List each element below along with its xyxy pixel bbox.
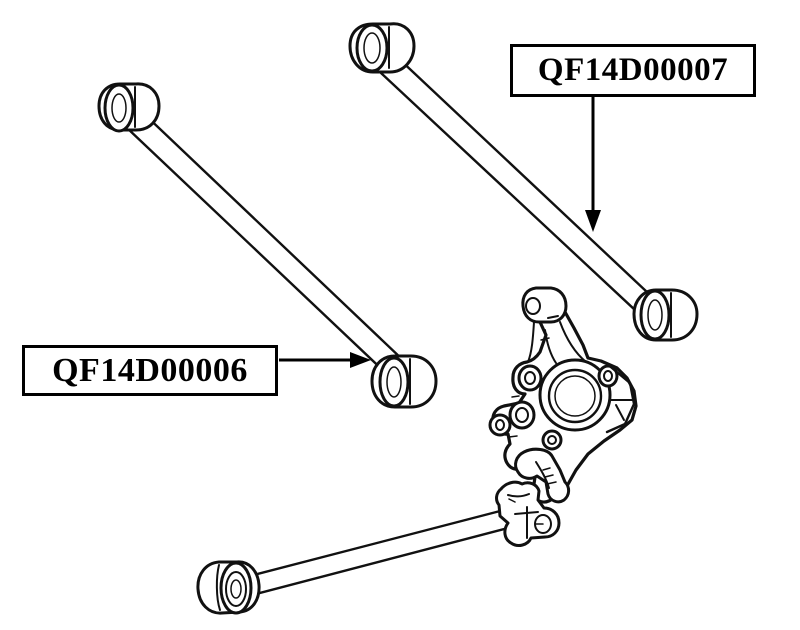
part-trailing-arm <box>196 480 561 615</box>
arm7-bottom-bushing-face <box>639 289 671 341</box>
knuckle-caliper-mount <box>604 361 636 434</box>
knuckle-upper-boss-shade <box>547 315 559 319</box>
knuckle-lower-stub <box>514 447 571 504</box>
trailing-arm-bushing-seam <box>215 564 221 611</box>
trailing-arm-bracket-shade <box>508 498 516 503</box>
trailing-arm-bracket-fold-top <box>507 493 530 498</box>
knuckle-shade-1 <box>540 337 550 341</box>
knuckle-lower-bolt-hole-left <box>515 407 529 423</box>
knuckle-lower-stub-hatch-1 <box>542 467 551 471</box>
knuckle-outer-boss-left <box>488 413 512 437</box>
knuckle-hub-bore-inner <box>554 375 596 417</box>
part-arm-left <box>97 82 438 409</box>
knuckle-lower-stub-hatch-3 <box>546 481 557 485</box>
arm6-shaft-edge-top <box>138 108 406 363</box>
arm6-bottom-bushing-face <box>378 356 410 408</box>
knuckle-lower-stub-fold <box>535 461 550 489</box>
arm7-top-bushing-face <box>355 23 389 73</box>
knuckle-mid-bolt-hole-left <box>524 371 536 385</box>
arm6-top-bushing-face <box>103 83 135 133</box>
knuckle-shade-3 <box>508 435 518 438</box>
arm6-shaft-edge-bottom <box>124 125 392 379</box>
arm7-shaft-edge-bottom <box>379 71 652 326</box>
knuckle-neck-right-edge <box>559 321 587 363</box>
callout-label-qf14d00006: QF14D00006 <box>52 351 248 389</box>
knuckle-lower-boss-left <box>508 400 536 430</box>
part-steering-knuckle <box>488 286 638 504</box>
callout-box-qf14d00007[interactable]: QF14D00007 <box>510 44 756 97</box>
leader-qf14d00006 <box>279 352 371 368</box>
leader-qf14d00007 <box>585 97 601 232</box>
callout-label-qf14d00007: QF14D00007 <box>537 52 729 88</box>
knuckle-upper-boss <box>521 286 568 324</box>
knuckle-shade-2 <box>511 395 520 398</box>
trailing-arm-bushing-ring-outer <box>225 571 247 607</box>
trailing-arm-bushing-ring-inner <box>230 579 242 599</box>
arm6-top-bushing-bore <box>111 93 127 123</box>
trailing-arm-edge-bottom <box>250 525 514 597</box>
knuckle-mid-boss-left <box>517 364 543 392</box>
knuckle-neck-left-edge <box>527 321 535 363</box>
knuckle-lower-stub-hatch-2 <box>544 474 554 478</box>
arm6-bottom-bushing-bore <box>386 366 402 398</box>
knuckle-hub-hole-upper-right <box>603 370 613 382</box>
knuckle-neck-center-fold <box>544 329 557 364</box>
leader-arrowhead-right <box>350 352 371 368</box>
knuckle-caliper-mount-fold <box>615 404 625 421</box>
knuckle-hub-boss-lower <box>541 429 563 451</box>
arm7-bottom-bushing-bore <box>647 299 663 331</box>
knuckle-hub-hole-lower <box>547 435 557 445</box>
knuckle-hub-bore-outer <box>547 368 603 424</box>
arm7-top-bushing-bore <box>363 32 381 64</box>
knuckle-upper-bolt-hole <box>525 297 541 315</box>
arm7-shaft-edge-top <box>394 54 666 310</box>
callout-box-qf14d00006[interactable]: QF14D00006 <box>22 345 278 396</box>
leader-arrowhead-down <box>585 210 601 232</box>
trailing-arm-edge-top <box>244 508 506 579</box>
part-arm-upper-right <box>348 22 699 342</box>
knuckle-outer-bolt-hole-left <box>495 419 505 431</box>
trailing-arm-bracket-hole <box>534 514 552 534</box>
